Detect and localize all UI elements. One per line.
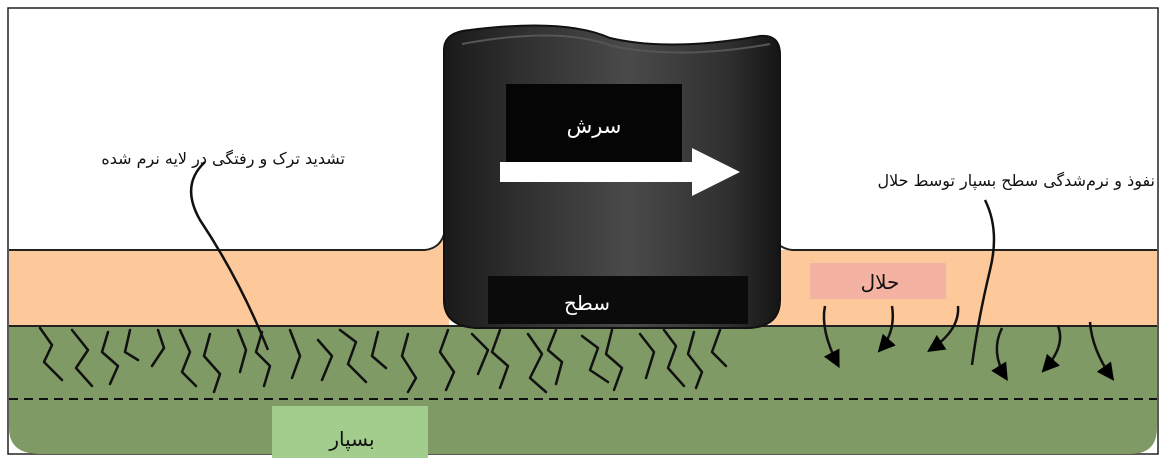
surface-box	[488, 276, 748, 324]
surface-label: سطح	[564, 291, 610, 315]
shear-label: سرش	[567, 114, 622, 138]
right-annotation: نفوذ و نرم‌شدگی سطح بسپار توسط حلال	[877, 171, 1155, 191]
cracks	[38, 326, 728, 394]
left-leader-line	[189, 161, 270, 351]
roller-top-edge	[461, 34, 771, 54]
polymer-tag	[272, 406, 428, 458]
solvent-label: حلال	[861, 270, 900, 294]
polymer-layer	[9, 326, 1157, 454]
polymer-label: بسپار	[328, 427, 374, 452]
solvent-tag	[810, 263, 946, 299]
left-annotation: تشدید ترک و رفتگی در لایه نرم شده	[101, 149, 345, 169]
solvent-layer-left	[9, 250, 449, 326]
shear-box	[506, 84, 682, 164]
right-leader-line	[970, 199, 996, 366]
diffusion-arrows	[822, 305, 1115, 381]
direction-arrow	[500, 148, 740, 196]
